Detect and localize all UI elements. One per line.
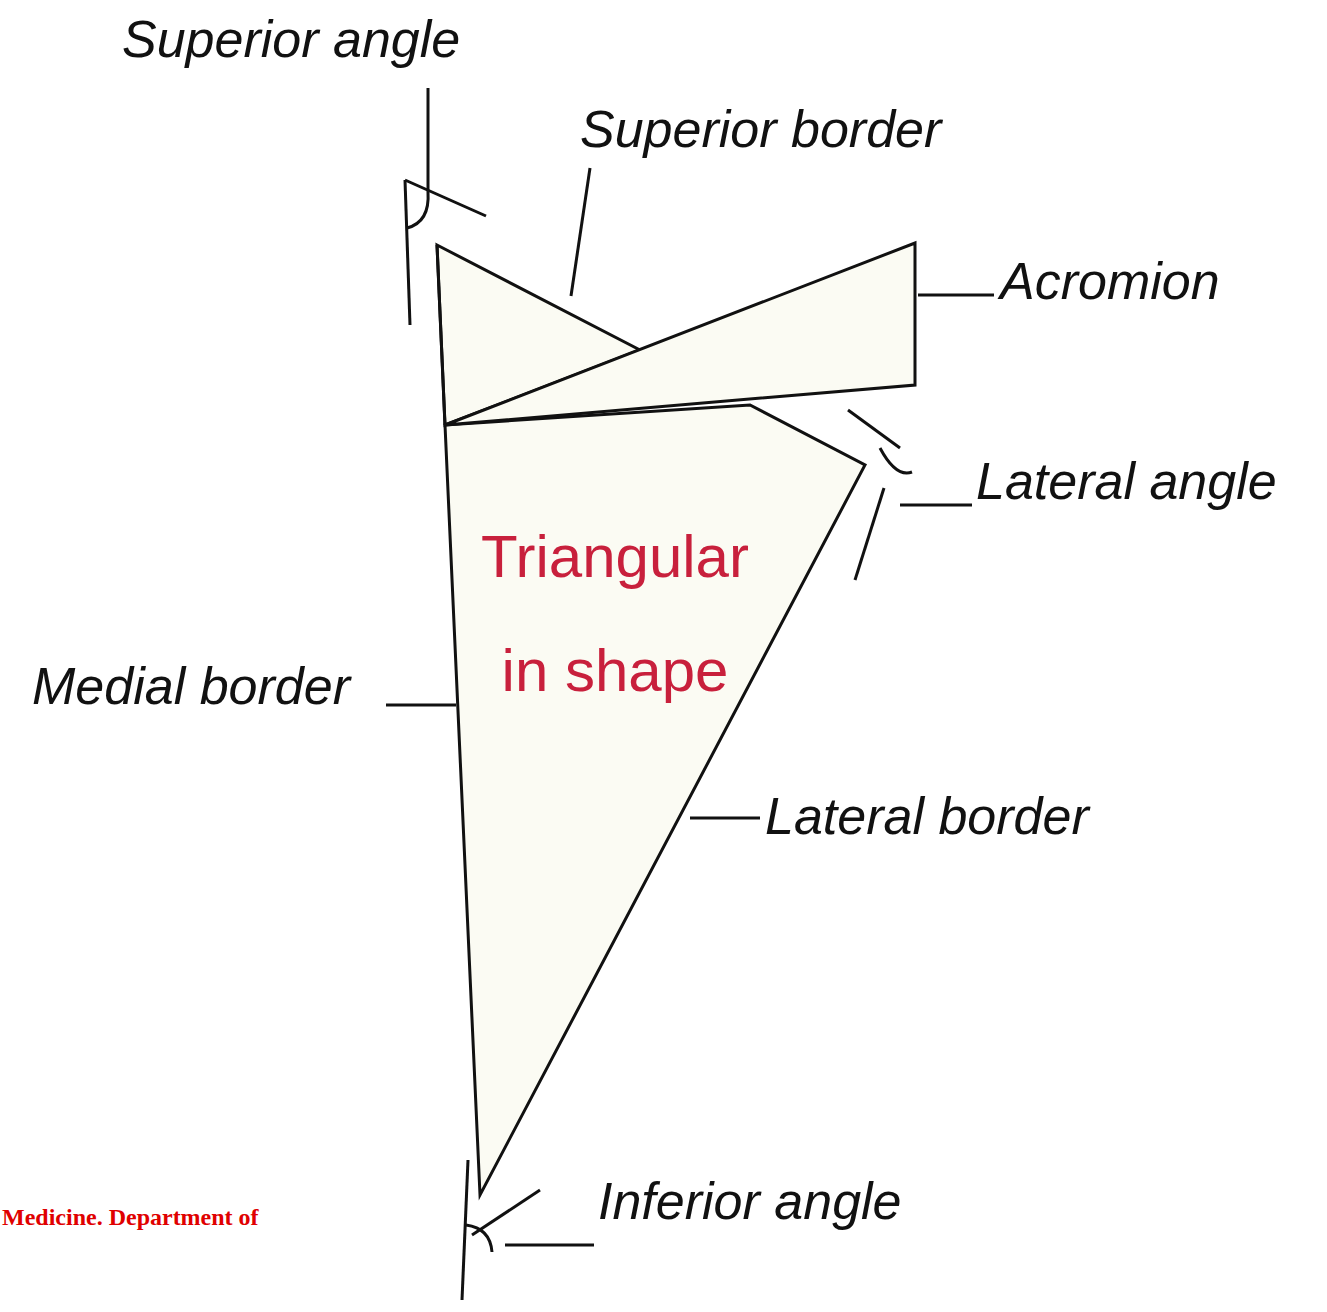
leader-line (900, 504, 972, 507)
shape-note: Triangular in shape (470, 500, 760, 728)
acromion-shape (445, 243, 915, 425)
angle-mark (848, 410, 900, 448)
angle-label: Inferior angle (598, 1170, 902, 1232)
border-label: Superior border (580, 98, 941, 160)
angle-mark (405, 180, 410, 325)
border-label: Lateral border (765, 785, 1089, 847)
leader-line (427, 88, 430, 192)
leader-line (571, 168, 590, 296)
angle-label: Lateral angle (976, 450, 1277, 512)
leader-line (918, 294, 994, 297)
leader-line (386, 704, 456, 707)
footer-note: Medicine. Department of (2, 1203, 259, 1232)
leader-line (690, 817, 760, 820)
part-label: Acromion (1000, 250, 1220, 312)
angle-mark (462, 1160, 468, 1300)
border-label: Medial border (32, 655, 350, 717)
angle-label: Superior angle (122, 8, 460, 70)
leader-line (505, 1244, 594, 1247)
